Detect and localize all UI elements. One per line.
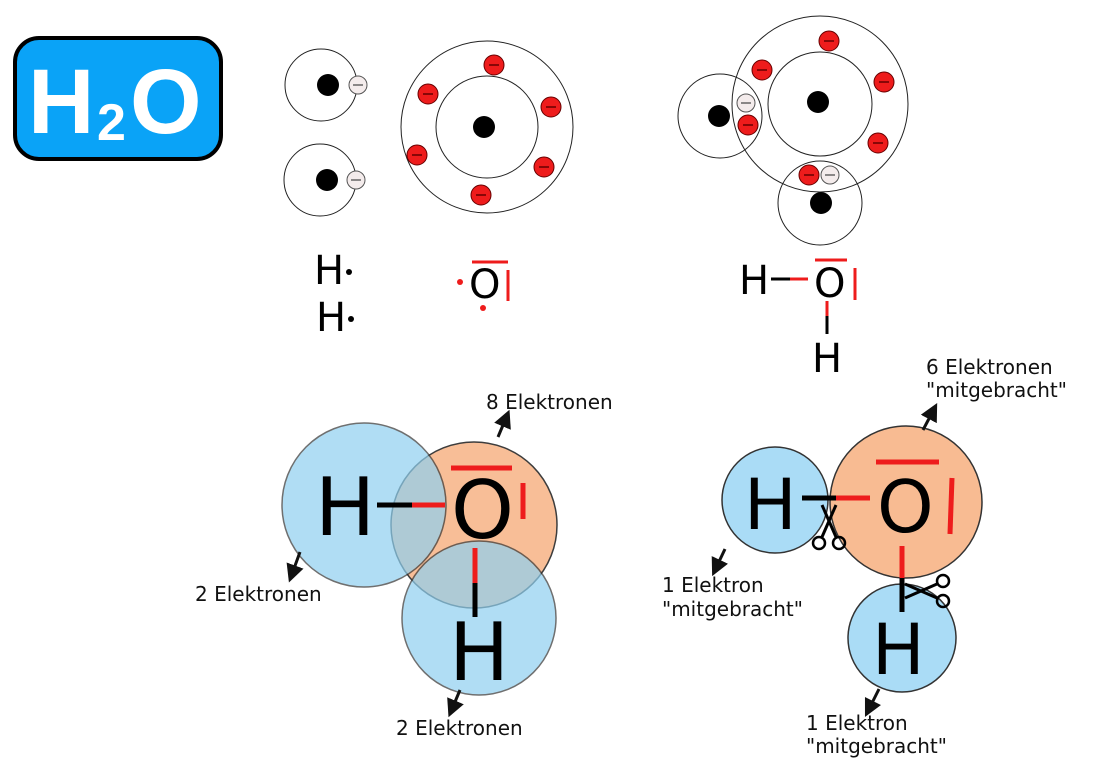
lewis-water-h2: H	[812, 336, 842, 382]
lewis-h1: H	[314, 248, 344, 294]
badge-o: O	[130, 51, 202, 153]
badge-h: H	[28, 51, 94, 153]
oxygen-atom	[400, 40, 574, 214]
label-1-elektron-bottom: 1 Elektron	[806, 711, 908, 735]
lewis-water-h1: H	[739, 258, 769, 304]
label-6-elektronen: 6 Elektronen	[926, 355, 1053, 379]
lewis-separate: H H O	[314, 248, 510, 341]
bl-o: O	[451, 464, 514, 557]
hydrogen-atom-1	[284, 48, 368, 122]
br-h1: H	[744, 464, 797, 546]
label-2-elektronen-bottom: 2 Elektronen	[396, 716, 523, 740]
br-h2: H	[872, 609, 925, 691]
bl-h2: H	[449, 606, 509, 699]
label-1-mitgebracht-bottom: "mitgebracht"	[806, 734, 947, 758]
label-1-mitgebracht-left: "mitgebracht"	[662, 597, 803, 621]
hydrogen-atom-2	[283, 143, 366, 217]
lewis-o: O	[469, 262, 500, 308]
label-6-mitgebracht: "mitgebracht"	[926, 378, 1067, 402]
lewis-water-o: O	[814, 261, 845, 307]
label-8-elektronen: 8 Elektronen	[486, 390, 613, 414]
shared-electron-model: H O H 8 Elektronen 2 Elektronen 2 Elektr…	[195, 390, 613, 740]
lewis-h2: H	[316, 295, 346, 341]
h2o-badge: H 2 O	[13, 36, 223, 161]
lewis-water: H O H	[739, 258, 857, 382]
badge-subscript: 2	[97, 94, 126, 152]
contributed-electron-model: H O H 6 Elektronen "mitgebracht" 1 Elekt…	[662, 355, 1067, 758]
bonded-atoms	[677, 15, 909, 246]
label-2-elektronen-left: 2 Elektronen	[195, 582, 322, 606]
bl-h1: H	[315, 461, 375, 554]
br-o: O	[877, 465, 934, 549]
label-1-elektron-left: 1 Elektron	[662, 573, 764, 597]
